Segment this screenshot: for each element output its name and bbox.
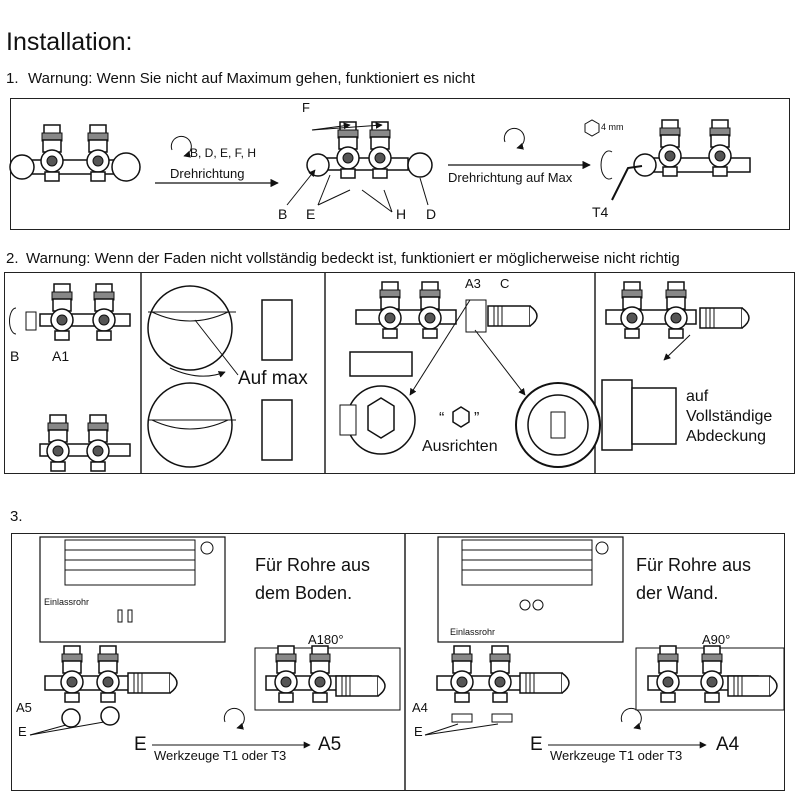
step2-coverage-illustration xyxy=(601,281,750,451)
page-title: Installation: xyxy=(6,28,133,56)
drehrichtung-max-label: Drehrichtung auf Max xyxy=(448,170,573,185)
label-b-2: B xyxy=(10,348,20,364)
valve-assembly-1 xyxy=(9,124,141,182)
label-f: F xyxy=(302,100,310,115)
valve-wall-right xyxy=(424,645,785,736)
label-d: D xyxy=(426,206,437,222)
angle-a180: A180° xyxy=(308,632,344,647)
step-1-number: 1. xyxy=(6,70,19,87)
step2-valve-closeup xyxy=(339,281,601,468)
label-a4: A4 xyxy=(412,700,428,715)
valve-assembly-exploded xyxy=(286,121,433,213)
label-e-floor: E xyxy=(18,724,27,739)
wall-heading-line-1: Für Rohre aus xyxy=(636,555,752,575)
quote-close: ” xyxy=(474,410,480,427)
step-2-panel xyxy=(4,272,795,474)
wall-e-letter: E xyxy=(530,734,543,755)
step-1-warning: Warnung: Wenn Sie nicht auf Maximum gehe… xyxy=(28,70,475,87)
step2-valves-a xyxy=(9,283,131,472)
step-2-warning: Warnung: Wenn der Faden nicht vollständi… xyxy=(26,250,680,267)
label-c: C xyxy=(500,276,510,291)
label-b: B xyxy=(278,206,288,222)
wall-tools-label: Werkzeuge T1 oder T3 xyxy=(550,748,683,763)
rotation-letters: B, D, E, F, H xyxy=(190,146,257,160)
floor-target: A5 xyxy=(318,734,342,755)
einlassrohr-wall: Einlassrohr xyxy=(450,627,496,637)
label-e-wall: E xyxy=(414,724,423,739)
label-a3: A3 xyxy=(465,276,481,291)
radiator-floor-scene xyxy=(39,536,226,643)
angle-a90: A90° xyxy=(702,632,731,647)
valve-assembly-final xyxy=(611,119,751,201)
radiator-wall-scene xyxy=(437,536,624,643)
step-3-number: 3. xyxy=(10,508,23,525)
abdeckung-line-2: Vollständige xyxy=(686,408,773,425)
ausrichten-label: Ausrichten xyxy=(422,438,498,455)
label-h: H xyxy=(396,206,407,222)
quote-open: “ xyxy=(439,410,445,427)
abdeckung-line-1: auf xyxy=(686,388,709,405)
label-e: E xyxy=(306,206,316,222)
floor-tools-label: Werkzeuge T1 oder T3 xyxy=(154,748,287,763)
drehrichtung-label: Drehrichtung xyxy=(170,166,245,181)
label-a5: A5 xyxy=(16,700,32,715)
label-a1: A1 xyxy=(52,348,70,364)
hex-key-size: 4 mm xyxy=(601,122,624,132)
valve-floor-left xyxy=(29,645,401,736)
wall-target: A4 xyxy=(716,734,740,755)
wall-heading-line-2: der Wand. xyxy=(636,583,719,603)
abdeckung-line-3: Abdeckung xyxy=(686,428,767,445)
label-t4: T4 xyxy=(592,204,609,220)
floor-e-letter: E xyxy=(134,734,147,755)
floor-heading-line-2: dem Boden. xyxy=(255,583,353,603)
step-2-number: 2. xyxy=(6,250,19,267)
floor-heading-line-1: Für Rohre aus xyxy=(255,555,371,575)
step2-dial-illustration xyxy=(147,285,293,468)
einlassrohr-floor: Einlassrohr xyxy=(44,597,90,607)
auf-max-label: Auf max xyxy=(238,368,308,389)
